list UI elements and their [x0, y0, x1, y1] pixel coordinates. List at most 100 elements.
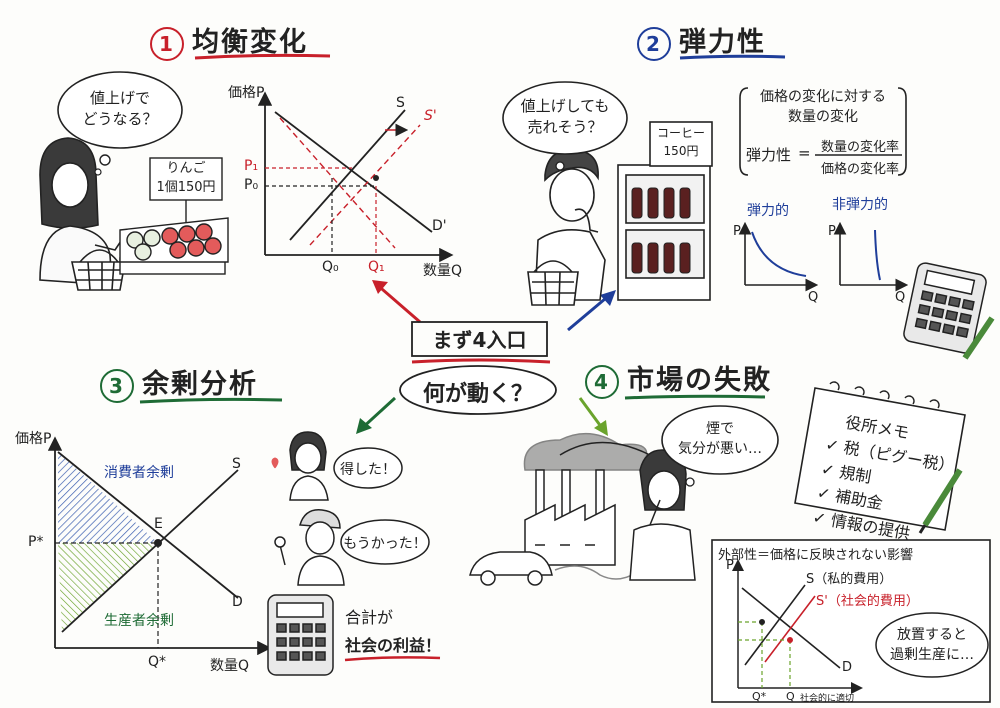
s1-s: S: [396, 95, 405, 111]
ext-p-label: P: [726, 558, 734, 573]
inelastic-label: 非弾力的: [832, 197, 888, 213]
equilibrium-chart: [257, 91, 454, 263]
center-question: 何が動く？: [422, 382, 533, 407]
bubble4-text: 煙で 気分が悪い…: [678, 421, 762, 457]
shifted-curve-red-1: [279, 117, 396, 249]
section1-title-text: 均衡変化: [192, 27, 308, 58]
section4-number: 4: [585, 364, 619, 399]
section4-title-text: 市場の失敗: [627, 365, 772, 396]
ext-d-label: D: [842, 660, 853, 675]
apple-price-sign: [149, 157, 223, 201]
section2-title-text: 弾力性: [679, 27, 766, 58]
demand-line: [57, 451, 239, 599]
section1-title: 1 均衡変化: [150, 20, 308, 61]
calculator-1: [903, 262, 995, 360]
pstar-label: P*: [28, 534, 44, 550]
apple-sign-line1: りんご: [166, 161, 206, 176]
calculator-2: [267, 594, 334, 676]
title2-underline: [679, 54, 786, 60]
section3-title: 3 余剰分析: [100, 362, 258, 403]
producer-surplus-area: [58, 543, 158, 632]
section2-number: 2: [637, 26, 671, 61]
inelastic-p: P: [828, 224, 836, 239]
thought-bubble-4: [661, 405, 779, 475]
elasticity-denominator: 価格の変化率: [820, 162, 899, 177]
elastic-p: P: [733, 224, 741, 239]
vending-machine: [617, 121, 713, 301]
demand-curve: [274, 111, 433, 233]
coffee-sign-line2: 150円: [663, 144, 699, 158]
memo-item-text: 規制: [837, 462, 873, 487]
social-cost-label: S'（社会的費用）: [816, 594, 919, 609]
elastic-graph: [738, 221, 819, 292]
center-question-bubble: [399, 365, 557, 415]
overproduction-bubble: [875, 612, 989, 678]
supply-curve: [289, 109, 406, 241]
center-title-box: [411, 321, 548, 357]
supply-line: [61, 469, 239, 633]
total-line2: 社会の利益！: [345, 636, 442, 655]
title1-underline: [194, 53, 331, 60]
section3-title-text: 余剰分析: [142, 369, 258, 400]
ext-social-supply: [764, 595, 816, 663]
elasticity-label: 弾力性: [746, 146, 792, 164]
title3-underline: [139, 397, 283, 404]
s3-d-label: D: [232, 594, 243, 610]
consumer-surplus-area: [58, 452, 158, 543]
center-title: まず4入口: [432, 328, 527, 352]
private-cost-label: S（私的費用）: [806, 572, 893, 587]
elastic-q: Q: [808, 290, 819, 305]
externality-chart: [732, 559, 863, 694]
shopper-woman: [39, 137, 126, 291]
coffee-price-sign: [649, 121, 713, 167]
ext-qstar-label: Q*: [752, 690, 767, 703]
apple-sign-line2: 1個150円: [156, 179, 216, 195]
s1-d-prime: D': [432, 218, 447, 234]
s1-q0: Q₀: [322, 259, 339, 275]
coffee-sign-line1: コーヒー: [656, 126, 705, 140]
surplus-chart: [47, 436, 272, 656]
inelastic-q: Q: [895, 290, 906, 305]
consumer-surplus-label: 消費者余剰: [104, 465, 174, 481]
total-line1: 合計が: [345, 608, 394, 627]
overproduction-text: 放置すると 過剰生産に…: [890, 627, 974, 663]
equilibrium-e: E: [154, 516, 163, 532]
formula-bracket: [739, 87, 749, 176]
producer-surplus-label: 生産者余剰: [104, 613, 174, 629]
ext-q-note: 社会的に適切: [800, 694, 855, 704]
s1-p1: P₁: [244, 158, 259, 174]
speech-consumer-text: 得した！: [340, 462, 396, 478]
apple-stall: [119, 157, 229, 275]
title4-underline: [624, 394, 766, 400]
thought-bubble-1: [57, 71, 183, 149]
memo-pad: [794, 381, 966, 534]
memo-content: 役所メモ ✓ 税（ピグー税） ✓ 規制 ✓ 補助金 ✓ 情報の提供: [810, 408, 960, 553]
elasticity-equals: =: [798, 144, 811, 162]
elasticity-numerator: 数量の変化率: [820, 140, 899, 155]
car: [469, 551, 553, 576]
section1-number: 1: [150, 26, 184, 61]
sick-woman: [629, 449, 696, 581]
ext-private-supply: [744, 584, 806, 666]
factory: [469, 432, 651, 586]
elastic-label: 弾力的: [747, 203, 789, 219]
section3-number: 3: [100, 368, 134, 403]
consumer-person: [271, 431, 329, 501]
bubble2-text: 値上げしても 売れそう？: [520, 97, 610, 136]
s3-ylabel: 価格P: [15, 431, 52, 447]
producer-person: [274, 509, 345, 586]
bubble1-text: 値上げで どうなる？: [82, 89, 158, 128]
speech-bubble-producer: [340, 519, 430, 565]
coffee-sign-text: コーヒー 150円: [650, 124, 712, 160]
section2-title: 2 弾力性: [637, 20, 766, 61]
speech-bubble-consumer: [333, 447, 403, 489]
inelastic-graph: [833, 221, 909, 292]
elasticity-definition: 価格の変化に対する 数量の変化: [760, 89, 886, 125]
s1-s-prime: S': [424, 108, 437, 124]
s1-p0: P₀: [244, 177, 259, 193]
total-underline: [344, 656, 441, 662]
qstar-label: Q*: [148, 654, 167, 670]
thinking-man: [527, 149, 606, 306]
s1-q1: Q₁: [368, 259, 385, 275]
